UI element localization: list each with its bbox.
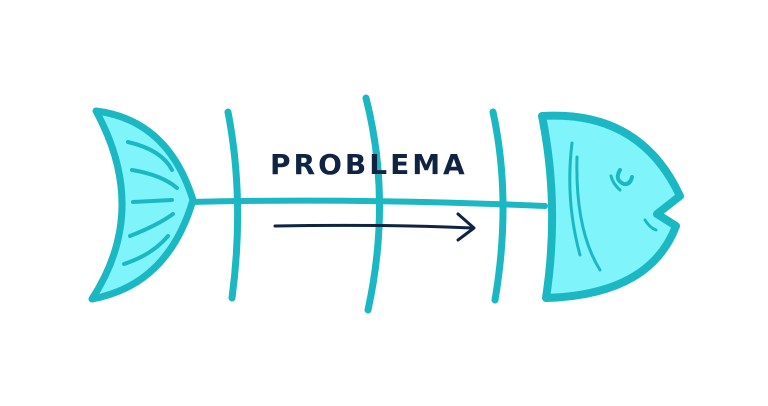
gill-line-1 [568,141,582,257]
eye-icon [615,168,634,187]
problem-label: PROBLEMA [270,148,468,181]
mouth-line [643,218,658,232]
rib-2 [362,94,384,314]
tail [88,107,197,303]
eye-lash [609,174,622,192]
direction-arrow [273,212,476,242]
gill-line-2 [575,155,602,272]
spine [187,197,548,209]
rib-1 [224,108,242,302]
head [538,111,684,302]
rib-3 [489,108,507,304]
